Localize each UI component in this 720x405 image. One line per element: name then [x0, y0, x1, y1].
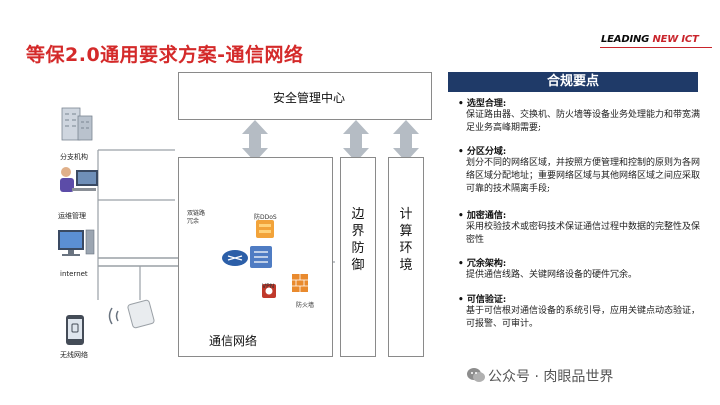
- brand-logo: LEADING NEW ICT: [601, 34, 699, 45]
- brand-text-1: LEADING: [601, 34, 653, 45]
- point-title: 分区分域: [466, 147, 503, 157]
- arrow-mgmt-to-network: [242, 120, 268, 162]
- ops-person-icon: [60, 167, 98, 192]
- wireless-ap: [108, 299, 155, 329]
- brand-underline: [600, 47, 712, 48]
- brand-text-2: NEW ICT: [652, 34, 699, 45]
- internet-computer-icon: [58, 229, 95, 256]
- compliance-panel: • 选型合理: 保证路由器、交换机、防火墙等设备业务处理能力和带宽满足业务高峰期…: [444, 92, 702, 357]
- wechat-icon: [467, 368, 485, 382]
- access-point-icon: [127, 299, 155, 329]
- boundary-defense-box: 边界防御: [340, 157, 376, 357]
- point-title: 加密通信: [466, 211, 503, 221]
- boundary-defense-label: 边界防御: [351, 207, 365, 273]
- page-title: 等保2.0通用要求方案-通信网络: [26, 44, 304, 66]
- point-trusted: • 可信验证: 基于可信根对通信设备的系统引导，应用关键点动态验证，可报警、可审…: [458, 295, 701, 329]
- firewall-icon: [292, 274, 308, 292]
- device-label-ops: 运维管理: [58, 212, 86, 220]
- wifi-signal-icon: [108, 307, 119, 325]
- watermark-text: 公众号 · 肉眼品世界: [488, 369, 614, 385]
- compute-env-label: 计算环境: [399, 207, 413, 273]
- point-desc: 保证路由器、交换机、防火墙等设备业务处理能力和带宽满足业务高峰期需要;: [466, 110, 701, 133]
- point-redundancy: • 冗余架构: 提供通信线路、关键网络设备的硬件冗余。: [458, 256, 702, 282]
- arrow-mgmt-to-compute: [393, 120, 419, 162]
- branch-icon: [61, 107, 93, 141]
- compute-env-box: 计算环境: [388, 157, 424, 357]
- network-devices: [222, 220, 308, 298]
- device-label-internet: internet: [60, 270, 88, 278]
- point-encryption: • 加密通信: 采用校验技术或密码技术保证通信过程中数据的完整性及保密性: [458, 211, 701, 245]
- anti-ddos-label: 防DDoS: [254, 214, 277, 221]
- endpoint-devices: [58, 107, 98, 345]
- point-desc: 划分不同的网络区域，并按照方便管理和控制的原则为各网络区域分配地址；重要网络区域…: [466, 158, 701, 194]
- anti-ddos-icon: [256, 220, 274, 238]
- arrow-mgmt-to-boundary: [343, 120, 369, 162]
- dual-link-label: 双链路 冗余: [187, 210, 206, 225]
- management-center-box: 安全管理中心: [178, 72, 432, 120]
- device-label-wireless: 无线网络: [60, 351, 88, 359]
- vpn-label: VPN: [262, 283, 275, 290]
- point-zoning: • 分区分域: 划分不同的网络区域，并按照方便管理和控制的原则为各网络区域分配地…: [458, 147, 701, 194]
- point-title: 可信验证: [466, 295, 503, 305]
- device-label-branch: 分支机构: [60, 153, 88, 161]
- panel-header: 合规要点: [448, 72, 698, 92]
- mobile-phone-icon: [66, 315, 84, 345]
- point-selection: • 选型合理: 保证路由器、交换机、防火墙等设备业务处理能力和带宽满足业务高峰期…: [458, 99, 701, 133]
- point-desc: 基于可信根对通信设备的系统引导，应用关键点动态验证，可报警、可审计。: [466, 306, 701, 329]
- communication-network-label: 通信网络: [209, 334, 258, 348]
- point-desc: 采用校验技术或密码技术保证通信过程中数据的完整性及保密性: [466, 222, 701, 245]
- firewall-label: 防火墙: [296, 302, 315, 309]
- point-title: 选型合理: [466, 99, 503, 109]
- point-title: 冗余架构: [466, 259, 503, 269]
- management-center-label: 安全管理中心: [273, 91, 346, 105]
- point-desc: 提供通信线路、关键网络设备的硬件冗余。: [466, 270, 638, 280]
